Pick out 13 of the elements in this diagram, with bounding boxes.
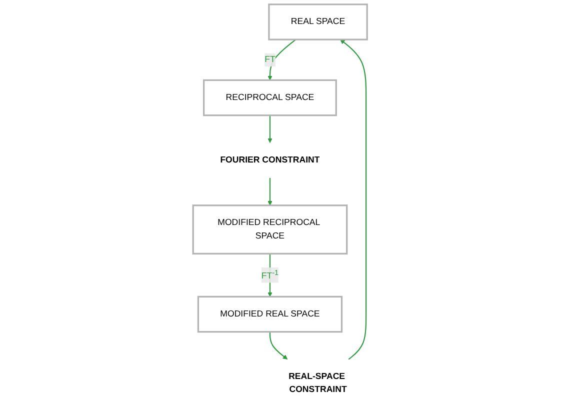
arrow [268,115,272,143]
arrow [268,39,296,80]
edge-label: FT [264,54,276,64]
node-text: REAL-SPACE CONSTRAINT [288,372,347,394]
node-text: FOURIER CONSTRAINT [220,155,320,165]
node-box [197,296,343,333]
arrow [340,39,367,360]
node-box [203,79,337,116]
arrow [269,332,288,360]
node-box [268,4,368,40]
node-box [192,204,348,254]
arrow [268,178,272,206]
edge-label: FT$^{-1}$ [261,268,279,281]
